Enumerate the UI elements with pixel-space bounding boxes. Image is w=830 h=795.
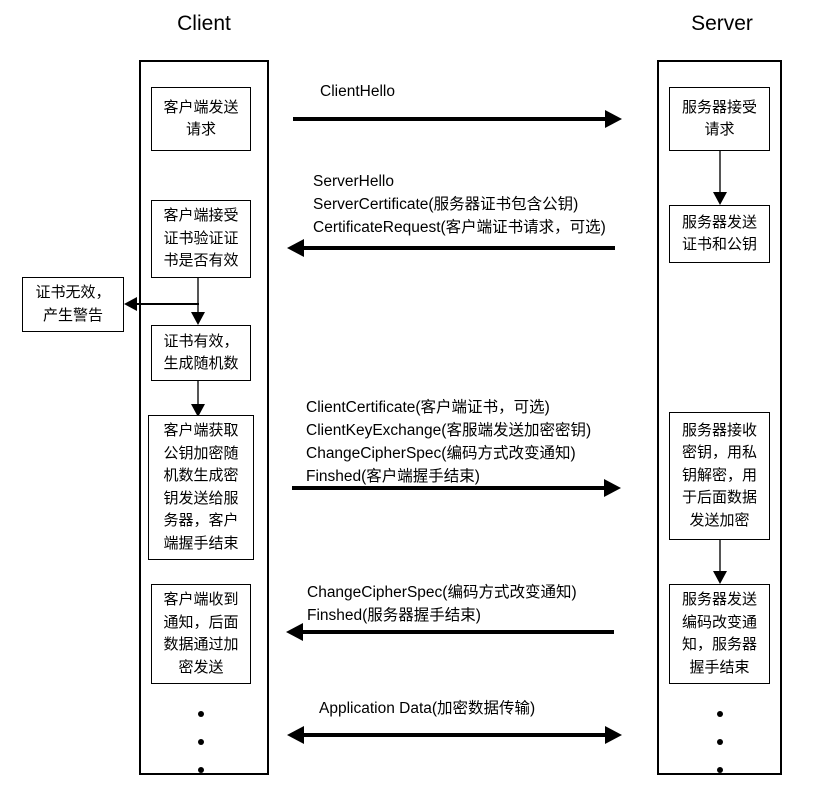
arrow-head-down-icon bbox=[713, 192, 727, 205]
node-line: 知，服务器 bbox=[681, 636, 757, 653]
node-line: 请求 bbox=[185, 121, 216, 138]
message-line: ChangeCipherSpec(编码方式改变通知) bbox=[306, 444, 576, 462]
node-line: 通知，后面 bbox=[163, 613, 239, 631]
arrow-head-left-icon bbox=[124, 297, 137, 311]
node-client-cert-valid: 证书有效， 生成随机数 bbox=[151, 325, 251, 381]
node-line: 书是否有效 bbox=[163, 252, 239, 270]
node-line: 密钥，用私 bbox=[681, 444, 757, 462]
node-line: 服务器接收 bbox=[681, 421, 757, 439]
node-client-verify-cert: 客户端接受 证书验证证 书是否有效 bbox=[151, 200, 251, 278]
message-arrow-server-change-cipher bbox=[300, 630, 614, 634]
node-client-encrypt-key: 客户端获取 公钥加密随 机数生成密 钥发送给服 务器，客户 端握手结束 bbox=[148, 415, 254, 560]
node-line: 客户端收到 bbox=[163, 591, 239, 608]
branch-line-invalid bbox=[137, 303, 199, 305]
node-line: 客户端发送 bbox=[163, 98, 239, 116]
message-line: Finshed(客户端握手结束) bbox=[306, 467, 480, 485]
node-line: 编码改变通 bbox=[681, 613, 757, 631]
node-line: 公钥加密随 bbox=[163, 444, 239, 462]
node-line: 密发送 bbox=[178, 658, 224, 676]
arrow-head-left-icon bbox=[287, 726, 304, 744]
connector-valid-to-encrypt bbox=[197, 381, 199, 409]
dot bbox=[198, 739, 204, 745]
message-line: ServerCertificate(服务器证书包含公钥) bbox=[313, 195, 579, 213]
node-line: 客户端接受 bbox=[163, 207, 239, 225]
dot bbox=[198, 767, 204, 773]
message-label-server-change-cipher: ChangeCipherSpec(编码方式改变通知) Finshed(服务器握手… bbox=[307, 582, 577, 628]
node-line: 握手结束 bbox=[689, 658, 750, 676]
message-line: ServerHello bbox=[313, 173, 394, 190]
node-line: 机数生成密 bbox=[163, 467, 239, 484]
node-server-accept-request: 服务器接受 请求 bbox=[669, 87, 770, 151]
message-line: ClientKeyExchange(客服端发送加密密钥) bbox=[306, 421, 592, 439]
node-line: 生成随机数 bbox=[163, 355, 239, 372]
node-line: 服务器接受 bbox=[681, 98, 757, 116]
node-cert-invalid-alert: 证书无效， 产生警告 bbox=[22, 277, 124, 332]
node-line: 请求 bbox=[704, 121, 735, 138]
node-line: 服务器发送 bbox=[681, 591, 757, 608]
node-line: 证书验证证 bbox=[163, 229, 239, 247]
connector-receivekey-to-sendchange bbox=[719, 540, 721, 578]
node-server-receive-key: 服务器接收 密钥，用私 钥解密，用 于后面数据 发送加密 bbox=[669, 412, 770, 540]
node-server-send-change: 服务器发送 编码改变通 知，服务器 握手结束 bbox=[669, 584, 770, 684]
client-continuation-dots bbox=[198, 700, 204, 784]
dot bbox=[717, 767, 723, 773]
lane-title-client: Client bbox=[177, 12, 231, 35]
message-arrow-server-hello bbox=[301, 246, 615, 250]
node-line: 客户端获取 bbox=[163, 422, 239, 439]
node-line: 证书无效， bbox=[35, 284, 111, 301]
server-continuation-dots bbox=[717, 700, 723, 784]
message-label-application-data: Application Data(加密数据传输) bbox=[319, 698, 535, 721]
arrow-head-right-icon bbox=[604, 479, 621, 497]
message-label-server-hello: ServerHello ServerCertificate(服务器证书包含公钥)… bbox=[313, 171, 606, 240]
arrow-head-left-icon bbox=[287, 239, 304, 257]
node-line: 产生警告 bbox=[42, 306, 103, 324]
message-line: Application Data(加密数据传输) bbox=[319, 700, 536, 717]
message-line: ChangeCipherSpec(编码方式改变通知) bbox=[307, 584, 577, 601]
node-line: 钥解密，用 bbox=[681, 466, 757, 484]
message-line: ClientHello bbox=[320, 83, 395, 100]
message-label-client-key-exchange: ClientCertificate(客户端证书，可选) ClientKeyExc… bbox=[306, 397, 591, 489]
node-line: 发送加密 bbox=[689, 511, 750, 529]
message-line: ClientCertificate(客户端证书，可选) bbox=[306, 399, 550, 416]
dot bbox=[717, 739, 723, 745]
connector-verify-to-valid bbox=[197, 278, 199, 314]
node-server-send-cert: 服务器发送 证书和公钥 bbox=[669, 205, 770, 263]
message-arrow-client-key-exchange bbox=[292, 486, 606, 490]
node-line: 于后面数据 bbox=[681, 489, 757, 507]
dot bbox=[198, 711, 204, 717]
message-arrow-client-hello bbox=[293, 117, 607, 121]
dot bbox=[717, 711, 723, 717]
node-line: 服务器发送 bbox=[681, 213, 757, 231]
arrow-head-down-icon bbox=[713, 571, 727, 584]
message-label-client-hello: ClientHello bbox=[320, 81, 395, 104]
node-client-send-request: 客户端发送 请求 bbox=[151, 87, 251, 151]
node-line: 务器，客户 bbox=[163, 512, 239, 529]
message-line: CertificateRequest(客户端证书请求，可选) bbox=[313, 218, 606, 236]
message-arrow-application-data bbox=[301, 733, 607, 737]
node-line: 端握手结束 bbox=[163, 534, 239, 552]
message-line: Finshed(服务器握手结束) bbox=[307, 606, 481, 624]
node-line: 数据通过加 bbox=[163, 636, 239, 653]
connector-accept-to-sendcert bbox=[719, 151, 721, 199]
node-line: 证书有效， bbox=[163, 332, 239, 350]
node-line: 钥发送给服 bbox=[163, 489, 239, 507]
lane-title-server: Server bbox=[691, 12, 753, 35]
arrow-head-right-icon bbox=[605, 110, 622, 128]
arrow-head-down-icon bbox=[191, 312, 205, 325]
arrow-head-left-icon bbox=[286, 623, 303, 641]
arrow-head-right-icon bbox=[605, 726, 622, 744]
arrow-head-down-icon bbox=[191, 404, 205, 417]
node-client-notified: 客户端收到 通知，后面 数据通过加 密发送 bbox=[151, 584, 251, 684]
node-line: 证书和公钥 bbox=[681, 236, 757, 253]
